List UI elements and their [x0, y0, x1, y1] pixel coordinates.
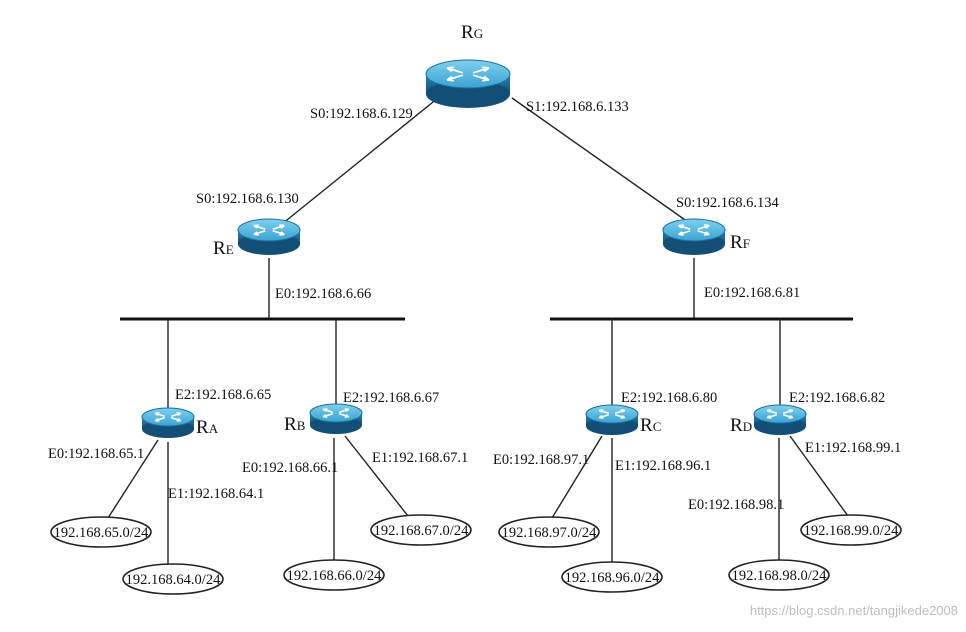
interface-label-ra-e1: E1:192.168.64.1	[168, 486, 264, 502]
network-n65: 192.168.65.0/24	[50, 516, 152, 548]
router-rd	[753, 404, 807, 435]
router-rf	[662, 218, 726, 255]
network-label: 192.168.64.0/24	[126, 572, 221, 588]
interface-label-rd-e1: E1:192.168.99.1	[805, 440, 901, 456]
router-icon	[753, 404, 807, 435]
network-label: 192.168.99.0/24	[804, 523, 899, 539]
router-icon	[237, 218, 301, 255]
router-re	[237, 218, 301, 255]
router-label-rg: RG	[461, 22, 483, 43]
interface-label-re-s0: S0:192.168.6.130	[196, 191, 299, 207]
interface-label-rc-e0: E0:192.168.97.1	[493, 452, 589, 468]
network-label: 192.168.65.0/24	[54, 525, 149, 541]
link-rg-re	[281, 97, 439, 225]
router-icon	[309, 403, 363, 434]
interface-label-rc-e2: E2:192.168.6.80	[621, 390, 717, 406]
network-n99: 192.168.99.0/24	[800, 514, 902, 546]
network-label: 192.168.98.0/24	[732, 568, 827, 584]
network-n98: 192.168.98.0/24	[728, 559, 830, 591]
interface-label-rd-e0: E0:192.168.98.1	[688, 497, 784, 513]
link-rb-n67	[344, 435, 409, 517]
router-label-rc: RC	[640, 415, 661, 436]
router-label-rb: RB	[284, 414, 306, 435]
router-label-rd: RD	[730, 415, 752, 436]
router-icon	[585, 404, 639, 435]
network-label: 192.168.96.0/24	[565, 570, 660, 586]
link-rd-n99	[789, 435, 849, 517]
network-n64: 192.168.64.0/24	[122, 563, 224, 595]
network-label: 192.168.66.0/24	[287, 568, 382, 584]
router-rb	[309, 403, 363, 434]
router-icon	[662, 218, 726, 255]
interface-label-rf-e0: E0:192.168.6.81	[704, 285, 800, 301]
interface-label-rd-e2: E2:192.168.6.82	[789, 390, 885, 406]
router-rg	[425, 59, 511, 108]
watermark: https://blog.csdn.net/tangjikede2008	[750, 603, 958, 618]
router-rc	[585, 404, 639, 435]
network-n66: 192.168.66.0/24	[283, 559, 385, 591]
interface-label-rg-s1: S1:192.168.6.133	[526, 99, 629, 115]
interface-label-ra-e2: E2:192.168.6.65	[175, 387, 271, 403]
link-rc-n97	[551, 435, 603, 519]
network-label: 192.168.67.0/24	[374, 523, 469, 539]
interface-label-rb-e2: E2:192.168.6.67	[343, 390, 439, 406]
interface-label-ra-e0: E0:192.168.65.1	[48, 446, 144, 462]
network-label: 192.168.97.0/24	[502, 525, 597, 541]
network-n67: 192.168.67.0/24	[370, 514, 472, 546]
interface-label-rb-e0: E0:192.168.66.1	[242, 460, 338, 476]
link-rg-rf	[511, 97, 689, 223]
network-n96: 192.168.96.0/24	[561, 561, 663, 593]
link-ra-n65	[107, 439, 159, 519]
interface-label-re-e0: E0:192.168.6.66	[275, 286, 371, 302]
router-label-rf: RF	[730, 232, 750, 253]
router-icon	[425, 59, 511, 108]
interface-label-rb-e1: E1:192.168.67.1	[372, 450, 468, 466]
interface-label-rf-s0: S0:192.168.6.134	[676, 195, 779, 211]
router-label-ra: RA	[196, 417, 219, 438]
interface-label-rg-s0: S0:192.168.6.129	[310, 106, 413, 122]
interface-label-rc-e1: E1:192.168.96.1	[615, 458, 711, 474]
router-ra	[141, 407, 195, 438]
router-icon	[141, 407, 195, 438]
network-n97: 192.168.97.0/24	[498, 516, 600, 548]
router-label-re: RE	[213, 238, 234, 259]
